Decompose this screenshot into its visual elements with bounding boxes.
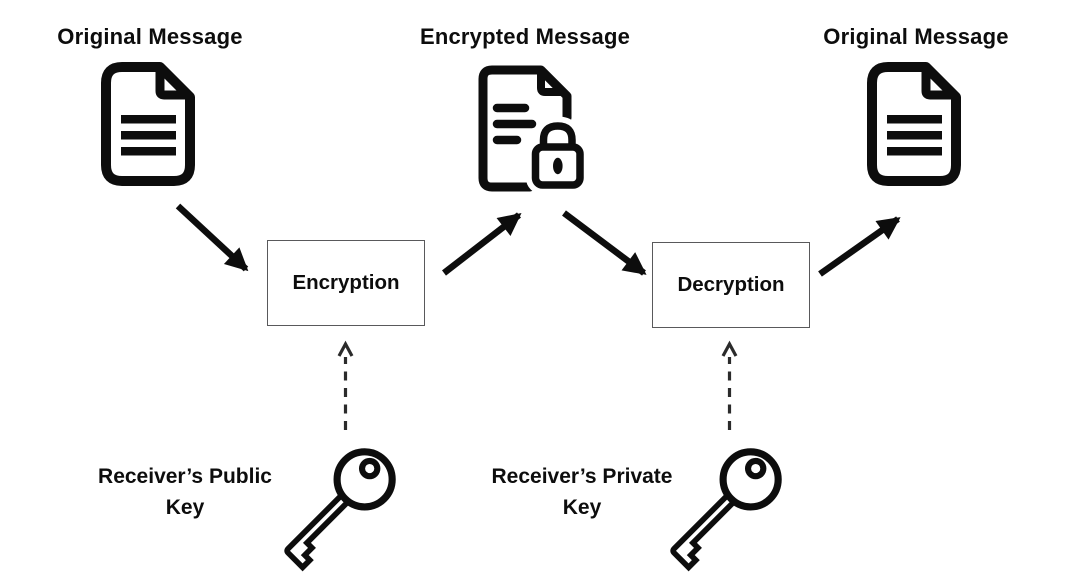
document-icon-right	[864, 60, 964, 188]
encryption-box: Encryption	[267, 240, 425, 326]
arrow-encrypted-to-decryption	[562, 210, 647, 276]
dashed-arrow-private-key-to-decryption	[721, 340, 738, 430]
dashed-arrow-public-key-to-encryption	[337, 340, 354, 430]
lock-icon	[531, 122, 584, 189]
stage-label-original-message-right: Original Message	[823, 24, 1009, 49]
decryption-box: Decryption	[652, 242, 810, 328]
private-key-icon	[670, 448, 782, 572]
arrow-original-to-encryption	[175, 203, 249, 272]
encryption-box-label: Encryption	[292, 271, 400, 294]
encrypted-document-icon	[478, 62, 590, 195]
arrow-decryption-to-original	[818, 216, 901, 277]
private-key-label: Receiver’s Private Key	[491, 465, 673, 520]
stage-label-original-message-left: Original Message	[57, 24, 243, 49]
document-outline	[478, 65, 572, 192]
public-key-label: Receiver’s Public Key	[98, 465, 272, 520]
public-key-icon	[284, 448, 396, 572]
decryption-box-label: Decryption	[677, 273, 785, 296]
arrow-encryption-to-encrypted	[442, 212, 522, 276]
stage-label-encrypted-message: Encrypted Message	[419, 24, 631, 49]
document-icon-left	[98, 60, 198, 188]
